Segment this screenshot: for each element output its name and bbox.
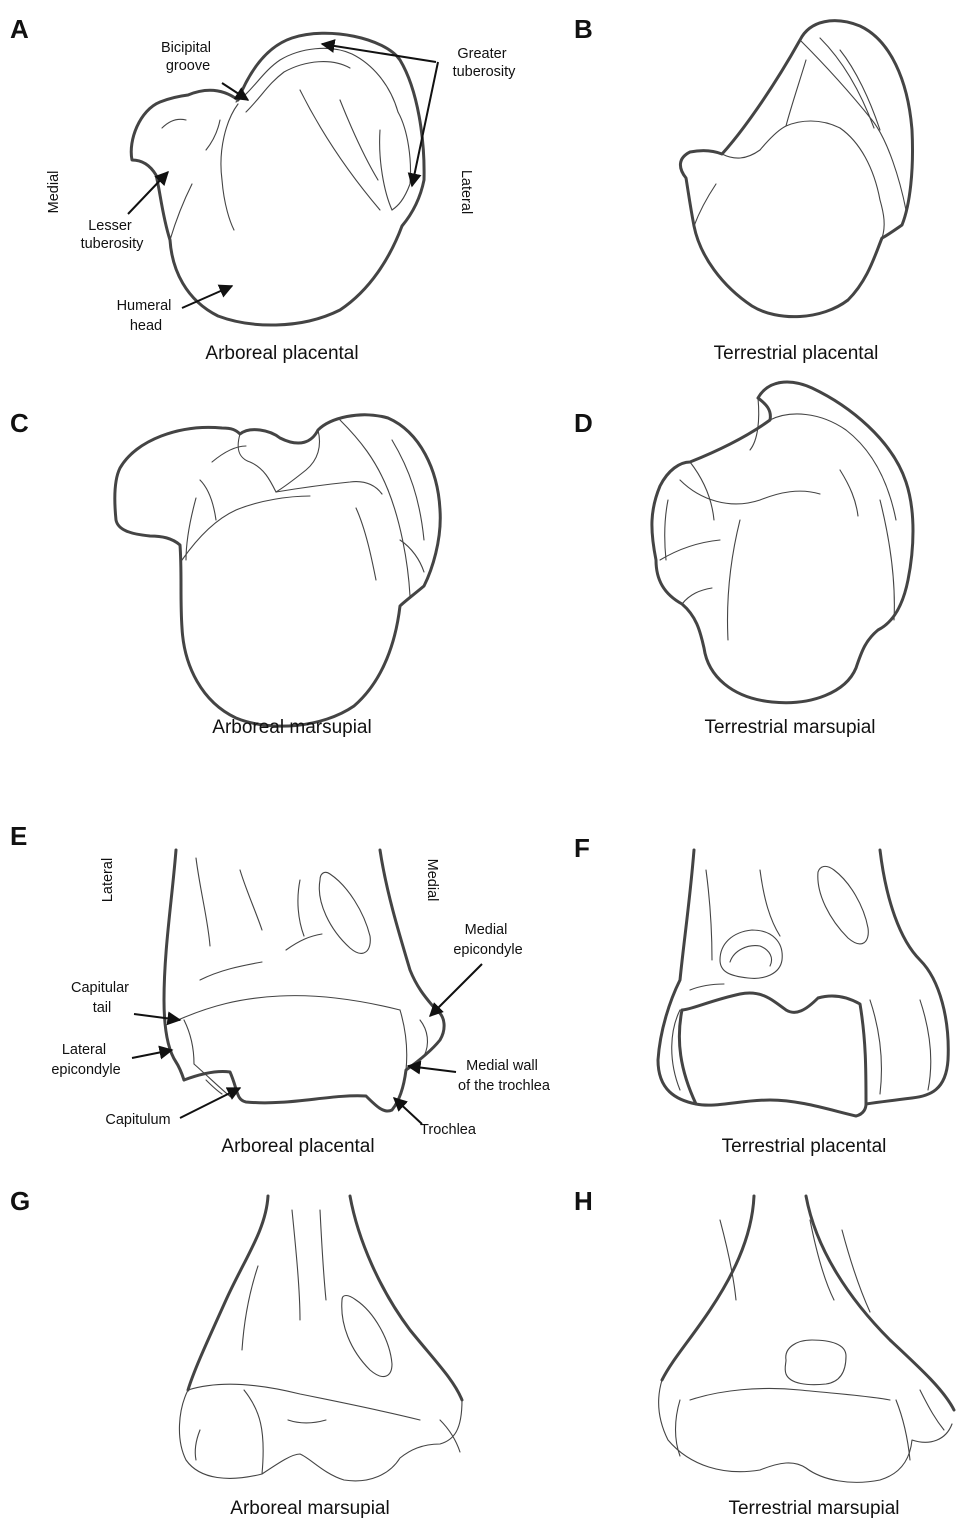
caption-g: Arboreal marsupial [230,1498,389,1519]
panel-h: H Terrestrial marsupial [574,1186,954,1519]
caption-c: Arboreal marsupial [212,717,371,738]
panel-letter-g: G [10,1186,30,1216]
panel-e: E Lateral Medial Medial epicondyle Capi [10,821,551,1157]
label-medial-a: Medial [46,171,62,214]
label-capitulum: Capitulum [105,1112,170,1128]
arrow-lateral-epicondyle [132,1050,172,1058]
caption-a: Arboreal placental [205,343,358,364]
arrow-humeral-head [182,286,232,308]
label-medial-e: Medial [424,859,440,902]
arrow-capitulum [180,1088,240,1118]
label-lesser-tuberosity: Lesser tuberosity [81,218,145,252]
distal-humerus-drawing-g [179,1196,462,1481]
proximal-humerus-drawing-d [652,382,913,703]
proximal-humerus-drawing-a [131,33,424,325]
arrow-medial-wall-trochlea [408,1066,456,1072]
caption-d: Terrestrial marsupial [704,717,875,738]
label-medial-wall-trochlea: Medial wall of the trochlea [458,1058,551,1094]
label-lateral-e: Lateral [100,858,116,902]
label-greater-tuberosity: Greater tuberosity [453,46,517,80]
panel-letter-f: F [574,833,590,863]
label-bicipital-groove: Bicipital groove [161,40,215,74]
label-trochlea: Trochlea [420,1122,477,1138]
panel-letter-b: B [574,14,593,44]
distal-humerus-drawing-f [658,850,948,1116]
label-lateral-epicondyle: Lateral epicondyle [51,1042,120,1078]
label-capitular-tail: Capitular tail [71,980,133,1016]
arrow-trochlea [394,1098,422,1124]
caption-h: Terrestrial marsupial [728,1498,899,1519]
proximal-humerus-drawing-c [115,415,440,726]
panel-g: G Arboreal marsupial [10,1186,462,1519]
caption-e: Arboreal placental [221,1136,374,1157]
panel-f: F Terrestrial placental [574,833,948,1157]
label-humeral-head: Humeral head [117,298,176,334]
panel-letter-d: D [574,408,593,438]
panel-c: C Arboreal marsupial [10,408,440,738]
panel-letter-a: A [10,14,29,44]
arrow-capitular-tail [134,1014,180,1020]
distal-humerus-drawing-h [659,1196,954,1482]
panel-a: A Bicipital groove Greater tuberosity Me… [10,14,516,364]
arrow-greater-tuberosity-1 [322,44,436,62]
label-medial-epicondyle: Medial epicondyle [453,922,522,958]
panel-b: B Terrestrial placental [574,14,913,364]
distal-humerus-drawing-e [164,850,444,1111]
panel-letter-e: E [10,821,27,851]
proximal-humerus-drawing-b [680,21,912,317]
panel-letter-h: H [574,1186,593,1216]
panel-d: D Terrestrial marsupial [574,382,913,738]
caption-b: Terrestrial placental [714,343,879,364]
panel-letter-c: C [10,408,29,438]
caption-f: Terrestrial placental [722,1136,887,1157]
arrow-medial-epicondyle [430,964,482,1016]
label-lateral-a: Lateral [458,170,474,214]
